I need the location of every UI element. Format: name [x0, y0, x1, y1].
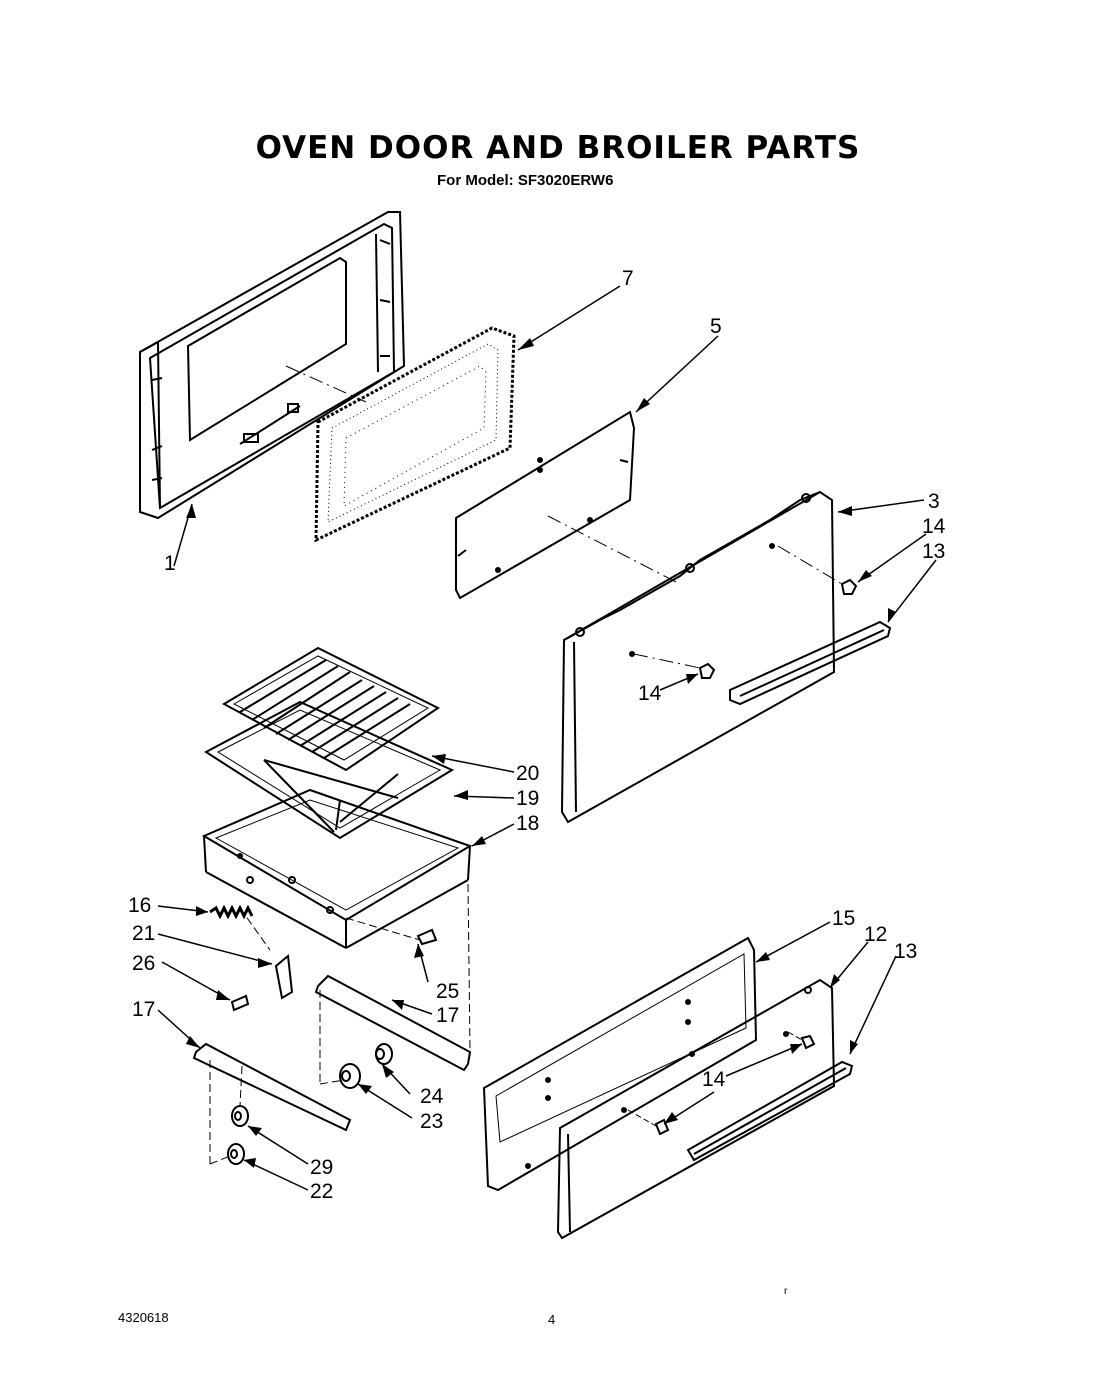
- assembly-lines-lower: [209, 883, 471, 1165]
- callout-17: 17: [132, 998, 155, 1021]
- part-21-latch: [274, 954, 294, 1000]
- assembly-lines-upper: [285, 365, 843, 669]
- part-14-drawer-spacers: [627, 1031, 816, 1136]
- part-26-screw: [230, 994, 250, 1012]
- callout-18: 18: [516, 812, 539, 835]
- part-14-spacers: [698, 578, 858, 679]
- part-18-broiler-pan: [201, 788, 473, 949]
- callout-17: 17: [436, 1004, 459, 1027]
- part-3-outer-door: [560, 490, 836, 824]
- callout-14: 14: [638, 682, 662, 705]
- callout-29: 29: [310, 1156, 333, 1179]
- part-19-pan-insert: [204, 700, 455, 840]
- callout-20: 20: [516, 762, 539, 785]
- model-subtitle: For Model: SF3020ERW6: [437, 172, 614, 189]
- part-29-roller: [231, 1105, 249, 1127]
- callout-25: 25: [436, 980, 459, 1003]
- part-16-spring: [209, 904, 254, 920]
- part-22-roller: [227, 1143, 245, 1165]
- callout-1: 1: [164, 552, 176, 575]
- part-17-rail-left: [192, 1042, 352, 1132]
- callout-labels: 7 5 3 14 13 14 1 20 19 18 16 21 26 17 25…: [128, 267, 946, 1203]
- callout-16: 16: [128, 894, 151, 917]
- footer-mark: r: [784, 1286, 788, 1297]
- callout-7: 7: [622, 267, 634, 290]
- part-13-door-handle: [729, 620, 892, 706]
- document-number: 4320618: [118, 1310, 169, 1325]
- part-1-inner-door-panel: [139, 211, 406, 520]
- page-title: OVEN DOOR AND BROILER PARTS: [255, 130, 861, 166]
- callout-13: 13: [894, 940, 917, 963]
- callout-5: 5: [710, 315, 722, 338]
- part-7-insulation: [314, 326, 516, 543]
- part-5-inner-glass: [455, 410, 636, 600]
- callout-3: 3: [928, 490, 940, 513]
- callout-24: 24: [420, 1085, 444, 1108]
- part-24-roller: [375, 1043, 393, 1065]
- page-number: 4: [548, 1312, 556, 1327]
- part-23-roller: [339, 1063, 361, 1089]
- callout-14: 14: [702, 1068, 726, 1091]
- callout-21: 21: [132, 922, 155, 945]
- callout-23: 23: [420, 1110, 443, 1133]
- leader-arrowheads: [186, 338, 896, 1168]
- part-20-broiler-grid: [221, 646, 440, 772]
- callout-14: 14: [922, 515, 946, 538]
- callout-12: 12: [864, 923, 887, 946]
- callout-26: 26: [132, 952, 155, 975]
- part-25-clip: [416, 928, 438, 946]
- part-12-drawer-front: [556, 978, 836, 1240]
- part-13-drawer-handle: [686, 1060, 854, 1162]
- part-15-drawer-inner: [482, 936, 758, 1192]
- callout-19: 19: [516, 787, 539, 810]
- part-17-rail-right: [314, 974, 472, 1072]
- callout-15: 15: [832, 907, 855, 930]
- callout-13: 13: [922, 540, 945, 563]
- callout-22: 22: [310, 1180, 333, 1203]
